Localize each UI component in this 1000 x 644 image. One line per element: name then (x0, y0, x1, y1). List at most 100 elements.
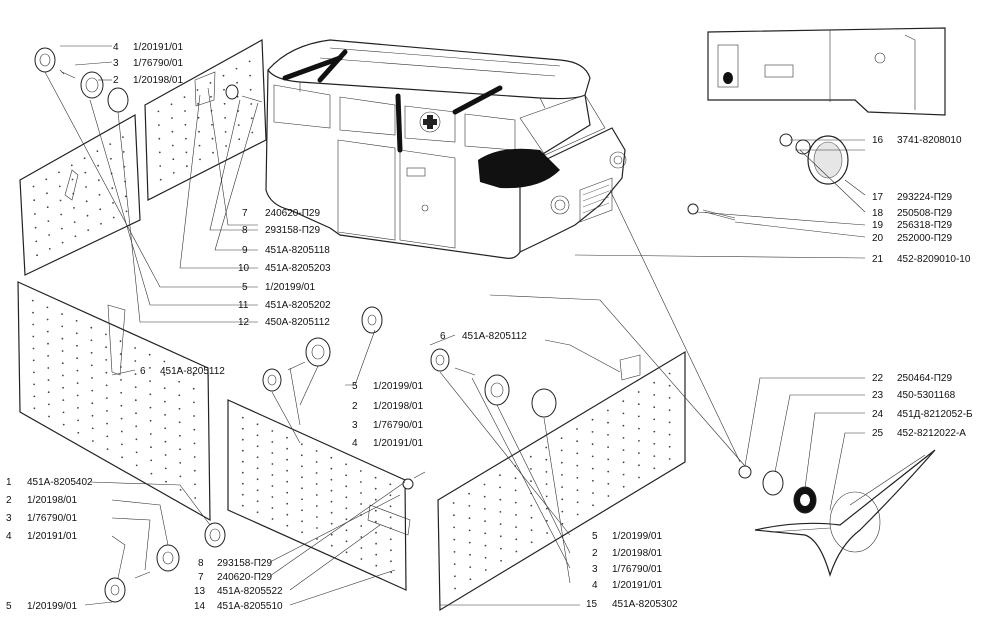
perforation-dot (186, 165, 188, 168)
perforation-dot (468, 517, 471, 520)
label-code: 1/20199/01 (373, 381, 423, 392)
label-code: 1/20198/01 (612, 548, 662, 559)
perforation-dot (530, 541, 533, 544)
perforation-dot (62, 374, 64, 377)
perforation-dot (256, 500, 259, 503)
perforation-dot (469, 566, 472, 568)
perforation-dot (286, 502, 289, 505)
perforation-dot (135, 451, 138, 454)
perforation-dot (119, 340, 122, 343)
label-code: 1/20198/01 (133, 75, 183, 86)
perforation-dot (453, 538, 456, 541)
perforation-dot (178, 367, 180, 370)
perforation-dot (241, 471, 244, 474)
perforation-dot (271, 518, 274, 520)
perforation-dot (172, 172, 175, 174)
label-num: 7 (198, 572, 204, 583)
perforation-dot (105, 384, 108, 387)
perforation-dot (150, 459, 153, 462)
perforation-dot (591, 443, 594, 446)
perforation-dot (163, 374, 166, 376)
perforation-dot (164, 467, 167, 470)
label-num: 22 (872, 373, 884, 384)
label-num: 13 (194, 586, 206, 597)
perforation-dot (193, 401, 195, 404)
perforation-dot (92, 440, 94, 442)
perforation-dot (375, 564, 378, 567)
label-code: 240620-П29 (217, 572, 272, 583)
perforation-dot (149, 433, 152, 435)
perforation-dot (134, 373, 137, 375)
perforation-dot (390, 549, 392, 552)
label-num: 12 (238, 317, 250, 328)
perforation-dot (330, 544, 333, 547)
perforation-dot (256, 445, 259, 448)
perforation-dot (468, 492, 470, 495)
perforation-dot (653, 455, 656, 457)
perforation-dot (159, 178, 162, 181)
label-code: 451А-8205302 (612, 599, 678, 610)
perforation-dot (454, 575, 456, 578)
label-num: 20 (872, 233, 884, 244)
perforation-dot (271, 485, 274, 487)
perforation-dot (120, 366, 122, 368)
perforation-dot (61, 325, 64, 328)
perforation-dot (32, 359, 35, 362)
perforation-dot (286, 458, 288, 461)
perforation-dot (576, 501, 579, 504)
perforation-dot (271, 507, 274, 509)
perforation-dot (345, 551, 348, 554)
perforation-dot (194, 497, 197, 499)
left-lower-trim-panel (17, 281, 211, 522)
perforation-dot (120, 430, 123, 433)
perforation-dot (106, 422, 108, 425)
perforation-dot (197, 103, 199, 105)
perforation-dot (121, 456, 123, 459)
perforation-dot (60, 213, 63, 216)
label-code: 452-8212022-А (897, 428, 966, 439)
van-body-drawing (265, 39, 627, 259)
label-code: 240620-П29 (265, 208, 320, 219)
perforation-dot (135, 464, 138, 467)
perforation-dot (47, 342, 49, 345)
label-num: 15 (586, 599, 598, 610)
perforation-dot (158, 151, 161, 154)
perforation-dot (330, 533, 333, 536)
perforation-dot (192, 387, 195, 390)
label-num: 4 (352, 438, 358, 449)
perforation-dot (100, 222, 102, 225)
perforation-dot (484, 520, 486, 522)
perforation-dot (157, 110, 160, 113)
perforation-dot (46, 192, 48, 195)
perforation-dot (184, 123, 187, 126)
perforation-dot (61, 362, 64, 365)
perforation-dot (360, 525, 363, 527)
label-code: 451А-8205118 (265, 245, 330, 256)
perforation-dot (453, 551, 456, 553)
perforation-dot (47, 379, 50, 381)
perforation-dot (73, 207, 75, 209)
perforation-dot (389, 516, 392, 519)
perforation-dot (34, 226, 37, 229)
perforation-dot (32, 311, 34, 314)
perforation-dot (561, 486, 563, 488)
perforation-dot (576, 440, 578, 443)
perforation-dot (178, 407, 181, 410)
perforation-dot (109, 143, 112, 146)
perforation-dot (76, 394, 79, 397)
perforation-dot (301, 498, 303, 501)
perforation-dot (546, 519, 548, 522)
perforation-dot (122, 151, 125, 153)
label-code: 293158-П29 (217, 558, 272, 569)
perforation-dot (300, 443, 303, 446)
label-num: 5 (592, 531, 598, 542)
perforation-dot (530, 468, 532, 470)
label-num: 6 (140, 366, 146, 377)
perforation-dot (576, 428, 578, 430)
perforation-dot (75, 320, 78, 322)
perforation-dot (106, 448, 109, 450)
perforation-dot (638, 427, 640, 430)
label-code: 451А-8205203 (265, 263, 331, 274)
perforation-dot (48, 415, 50, 418)
perforation-dot (185, 151, 188, 154)
